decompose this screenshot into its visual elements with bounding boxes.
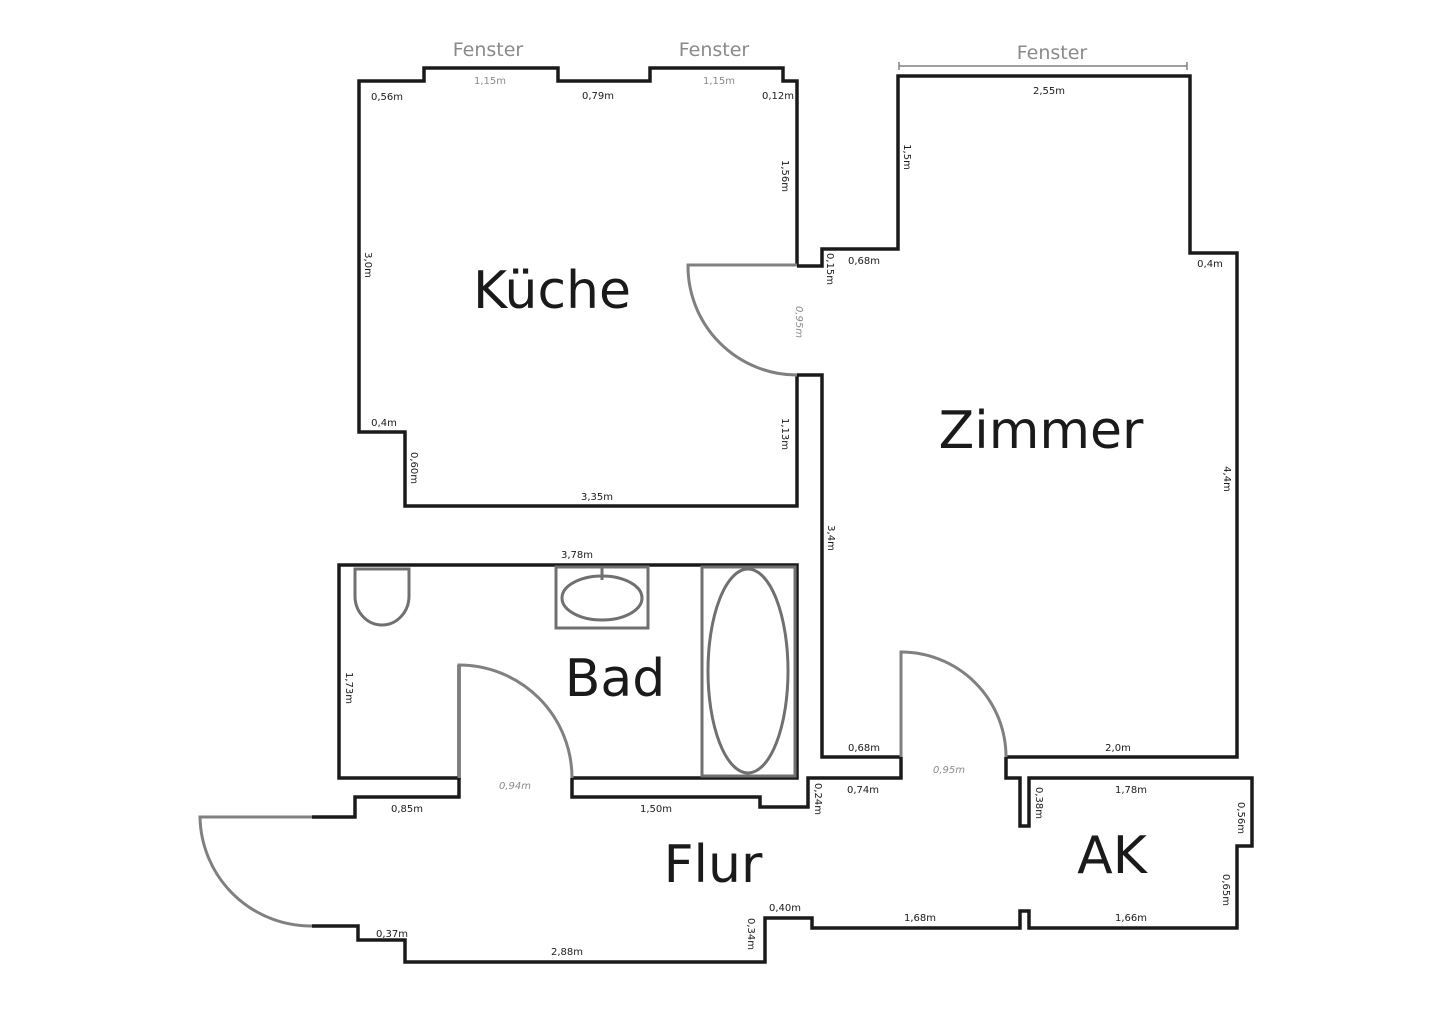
dim-label: 0,79m	[582, 91, 614, 102]
dim-label: 0,85m	[391, 804, 423, 815]
zimmer-walls-upper	[797, 74, 1239, 759]
sink-cabinet	[554, 565, 650, 630]
dim-label: 2,88m	[551, 947, 583, 958]
zimmer-door[interactable]	[899, 650, 1008, 758]
sink-icon	[560, 574, 644, 622]
dim-label: 1,15m	[474, 76, 506, 87]
dim-label: 1,73m	[343, 672, 354, 704]
bathtub-frame	[700, 565, 797, 778]
dim-label: 3,78m	[561, 550, 593, 561]
dim-label: 0,68m	[848, 743, 880, 754]
dim-label: 0,56m	[1235, 802, 1246, 834]
dim-label: 0,38m	[1033, 787, 1044, 819]
entrance-door[interactable]	[198, 815, 313, 928]
toilet-icon	[353, 567, 411, 627]
dim-label: 0,60m	[408, 452, 419, 484]
dim-label: 1,5m	[901, 144, 912, 170]
room-label-zimmer: Zimmer	[939, 401, 1144, 461]
dim-label: 0,95m	[933, 765, 965, 776]
dim-label: 3,4m	[825, 525, 836, 551]
dim-label: 3,0m	[362, 252, 373, 278]
flur-upper-left-wall	[312, 778, 461, 819]
dim-label: 4,4m	[1221, 466, 1232, 492]
room-label-bad: Bad	[565, 649, 666, 709]
dim-label: 0,24m	[812, 783, 823, 815]
bad-door[interactable]	[457, 663, 574, 779]
kueche-door[interactable]	[686, 263, 798, 377]
zimmer-walls-left	[797, 373, 901, 759]
dim-label: 1,13m	[779, 418, 790, 450]
dim-label: 2,0m	[1105, 743, 1131, 754]
dim-label: 1,50m	[640, 804, 672, 815]
dim-label: 1,56m	[779, 160, 790, 192]
dim-label: 0,40m	[769, 903, 801, 914]
dim-label: 1,68m	[904, 913, 936, 924]
bathtub-icon	[706, 567, 790, 775]
dim-label: 0,37m	[376, 929, 408, 940]
dim-label: 2,55m	[1033, 86, 1065, 97]
dim-label: 1,15m	[703, 76, 735, 87]
dim-label: 0,94m	[499, 781, 531, 792]
dim-label: 0,15m	[824, 253, 835, 285]
dim-label: 1,66m	[1115, 913, 1147, 924]
room-label-ak: AK	[1077, 826, 1149, 886]
dim-label: 0,12m	[762, 91, 794, 102]
dim-label: 0,4m	[371, 418, 397, 429]
dim-label: 0,56m	[371, 92, 403, 103]
dim-label: 0,95m	[793, 306, 804, 338]
flur-upper-middle-wall	[570, 757, 903, 809]
room-label-kueche: Küche	[473, 261, 631, 321]
dim-label: 3,35m	[581, 492, 613, 503]
dim-label: 0,74m	[847, 785, 879, 796]
dim-label: 0,68m	[848, 256, 880, 267]
room-label-flur: Flur	[664, 835, 763, 895]
dim-label: 1,78m	[1115, 785, 1147, 796]
dim-label: 0,34m	[745, 918, 756, 950]
dim-label: 0,4m	[1197, 259, 1223, 270]
kueche-walls	[357, 66, 799, 508]
kueche-window-label-right: Fenster	[679, 39, 750, 61]
ak-upper-wall	[312, 757, 1254, 964]
kueche-window-label-left: Fenster	[453, 39, 524, 61]
zimmer-window-label: Fenster	[1017, 42, 1088, 64]
dim-label: 0,65m	[1220, 874, 1231, 906]
